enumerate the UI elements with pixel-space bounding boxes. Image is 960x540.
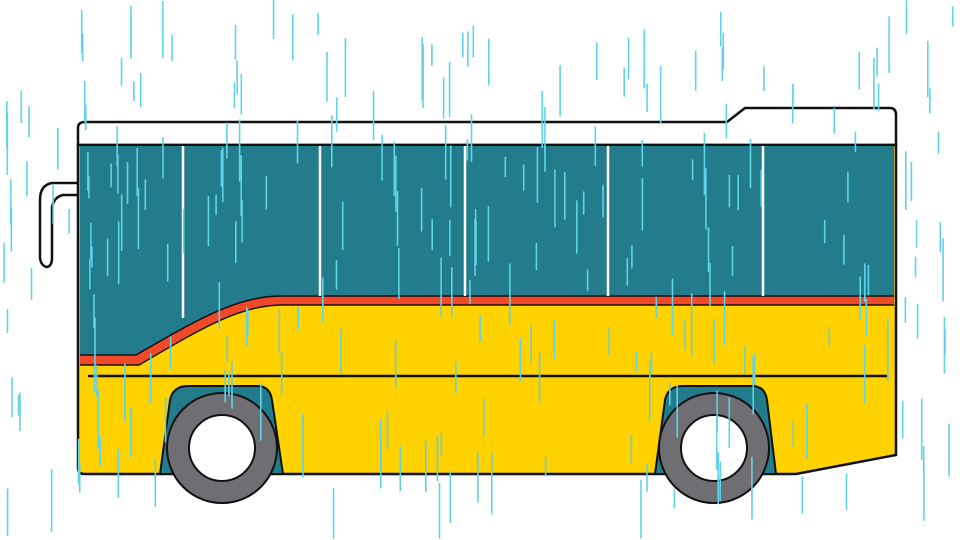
rear-hub [680, 414, 748, 482]
side-mirror [38, 181, 80, 269]
bus-roof [76, 106, 898, 147]
window-band [80, 146, 894, 355]
rain-streaks [3, 0, 954, 539]
stripe-outline-top [80, 295, 894, 356]
window-dividers [181, 146, 765, 318]
front-wheel [166, 392, 278, 504]
front-hub [188, 414, 256, 482]
rear-wheel [658, 392, 770, 504]
red-stripe [80, 295, 894, 365]
